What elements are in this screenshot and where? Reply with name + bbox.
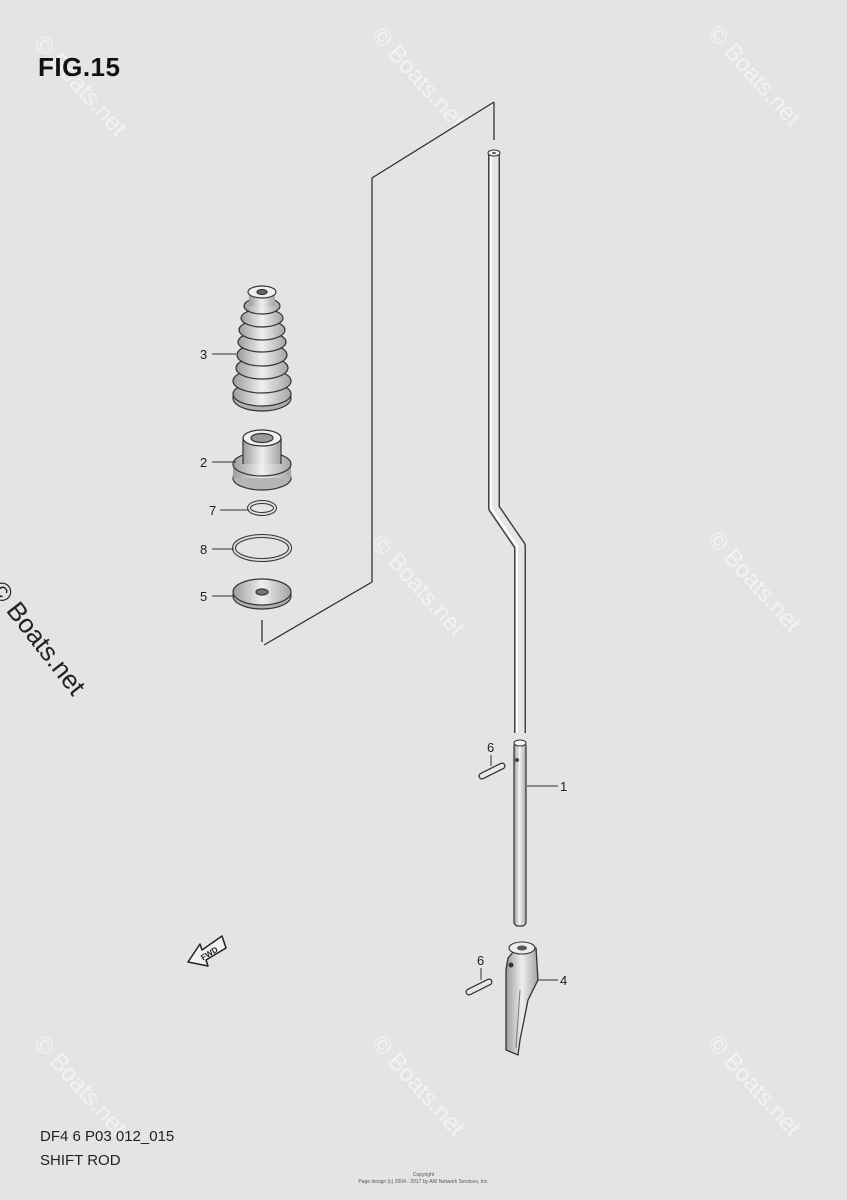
callout-1: 1: [560, 779, 567, 794]
fwd-arrow: FWD: [187, 935, 227, 967]
callouts: 3 2 7 8 5 6 1 6 4: [200, 347, 567, 988]
callout-3: 3: [200, 347, 207, 362]
callout-6-upper: 6: [487, 740, 494, 755]
lower-shift-rod: [513, 739, 527, 927]
callout-5: 5: [200, 589, 207, 604]
callout-7: 7: [209, 503, 216, 518]
pin-lower: [465, 978, 493, 996]
o-ring-small: [247, 500, 277, 516]
callout-2: 2: [200, 455, 207, 470]
figure-title: FIG.15: [38, 52, 121, 82]
leader-lines: [212, 353, 558, 981]
shift-arm: [505, 941, 539, 1056]
copyright-line-1: Copyright: [412, 1172, 435, 1178]
assembly-bracket: [261, 101, 495, 646]
pin-upper: [478, 762, 506, 780]
figure-name: SHIFT ROD: [40, 1152, 121, 1169]
washer: [232, 578, 292, 610]
bellows-boot: [232, 285, 292, 412]
copyright-line-2: Page design (c) 2004 - 2017 by ARI Netwo…: [358, 1179, 489, 1185]
upper-shift-rod: [487, 149, 526, 733]
callout-8: 8: [200, 542, 207, 557]
callout-4: 4: [560, 973, 567, 988]
o-ring-large: [232, 534, 292, 562]
bushing: [232, 429, 292, 491]
callout-6-lower: 6: [477, 953, 484, 968]
figure-code: DF4 6 P03 012_015: [40, 1128, 175, 1145]
